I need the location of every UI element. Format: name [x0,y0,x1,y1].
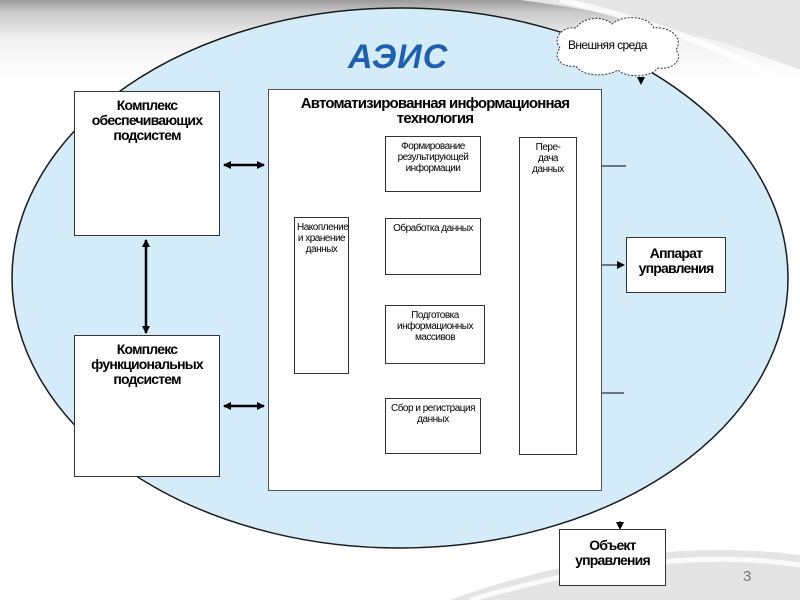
page-number: 3 [743,568,752,585]
transfer-box: Пере-дача данных [519,137,577,455]
ait-title: Автоматизированная информационная технол… [300,95,570,127]
apparatus-box: Аппарат управления [626,237,726,293]
external-env-cloud [556,17,680,77]
external-env-label: Внешняя среда [568,38,647,52]
forming-box: Формирование результирующей информации [385,136,481,192]
functional-subsystems-box: Комплекс функциональных подсистем [74,335,220,477]
preparation-box: Подготовка информационных массивов [385,305,485,364]
slide-title: АЭИС [348,38,449,76]
object-box: Объект управления [559,529,666,586]
support-subsystems-box: Комплекс обеспечивающих подсистем [74,91,220,236]
processing-box: Обработка данных [385,218,481,275]
collection-box: Сбор и регистрация данных [385,398,481,454]
accumulation-box: Накопление и хранение данных [294,217,349,374]
